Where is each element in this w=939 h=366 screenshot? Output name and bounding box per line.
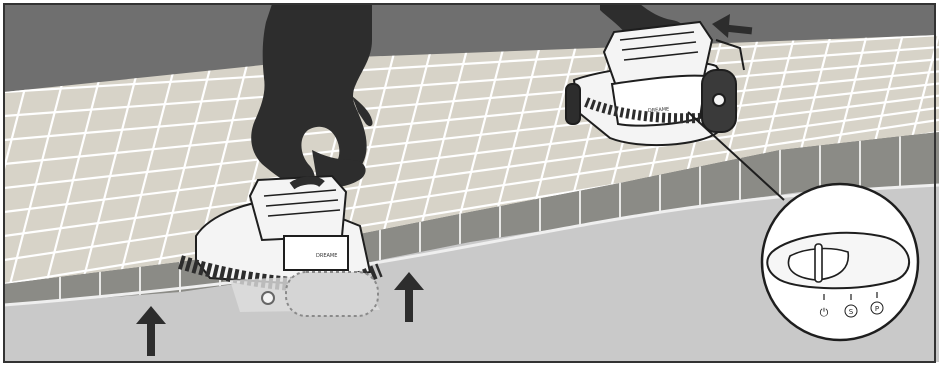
- deck-grout-col: [148, 35, 222, 284]
- svg-text:P: P: [875, 305, 879, 313]
- svg-text:⏻: ⏻: [820, 306, 829, 319]
- image-frame: [3, 3, 936, 363]
- svg-text:S: S: [849, 308, 854, 316]
- deck-grout-row: [4, 70, 939, 166]
- deck-grout-row: [4, 35, 939, 94]
- pool-water: [4, 185, 939, 362]
- robot-brand-label: DREAME: [648, 107, 670, 114]
- power-icon: ⏻: [820, 306, 829, 319]
- deck-grout-row: [4, 46, 939, 118]
- up-arrow-left: [136, 306, 166, 356]
- robot-lowered: DREAME: [177, 174, 383, 317]
- deck-grout-row: [4, 94, 939, 214]
- button-panel-magnifier: ⏻ S P: [760, 182, 920, 342]
- robot-brand-label-2: DREAME: [316, 253, 337, 259]
- deck-grout-row: [4, 118, 939, 262]
- deck-grout-row: [4, 82, 939, 190]
- p-mode-icon: P: [870, 301, 884, 315]
- up-arrow-right: [394, 272, 424, 322]
- callout-line: [687, 111, 785, 201]
- left-arrow: [712, 14, 753, 38]
- water-line: [3, 183, 939, 307]
- robot-on-deck: DREAME: [565, 20, 745, 147]
- s-mode-icon: S: [844, 304, 858, 318]
- deck-grout-col: [112, 35, 186, 284]
